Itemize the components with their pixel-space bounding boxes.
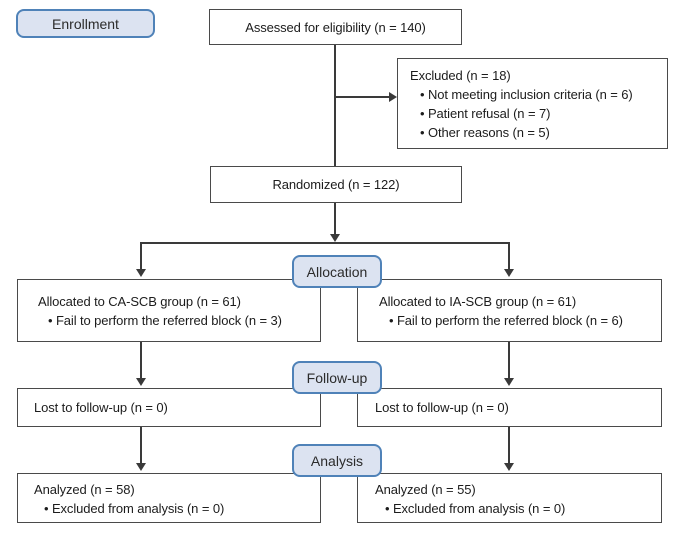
excluded-title: Excluded (n = 18) — [410, 68, 511, 83]
connector-split-to-allocation-left — [140, 242, 142, 269]
followup-right-box: Lost to follow-up (n = 0) — [357, 388, 662, 427]
connector-allocation-to-followup-left — [140, 342, 142, 378]
randomized-text: Randomized (n = 122) — [272, 177, 400, 192]
stage-label-analysis: Analysis — [292, 444, 382, 477]
connector-allocation-to-followup-right — [508, 342, 510, 378]
stage-label-followup: Follow-up — [292, 361, 382, 394]
allocation-right-title: Allocated to IA-SCB group (n = 61) — [379, 294, 577, 309]
followup-left-text: Lost to follow-up (n = 0) — [34, 400, 168, 415]
stage-label-followup-text: Follow-up — [306, 369, 368, 386]
excluded-item: • Patient refusal (n = 7) — [420, 106, 551, 121]
connector-randomized-to-split — [334, 203, 336, 234]
allocation-right-item: • Fail to perform the referred block (n … — [389, 313, 623, 328]
stage-label-enrollment-text: Enrollment — [52, 15, 119, 32]
connector-to-excluded — [335, 96, 389, 98]
analysis-right-item: • Excluded from analysis (n = 0) — [385, 501, 566, 516]
excluded-box: Excluded (n = 18) • Not meeting inclusio… — [397, 58, 668, 149]
connector-assessed-to-randomized — [334, 45, 336, 166]
excluded-item: • Other reasons (n = 5) — [420, 125, 550, 140]
analysis-left-box: Analyzed (n = 58) • Excluded from analys… — [17, 473, 321, 523]
allocation-right-box: Allocated to IA-SCB group (n = 61) • Fai… — [357, 279, 662, 342]
connector-followup-to-analysis-left — [140, 427, 142, 463]
arrow-down-icon — [504, 378, 514, 386]
randomized-box: Randomized (n = 122) — [210, 166, 462, 203]
arrow-right-icon — [389, 92, 397, 102]
connector-followup-to-analysis-right — [508, 427, 510, 463]
followup-right-text: Lost to follow-up (n = 0) — [375, 400, 509, 415]
assessed-eligibility-box: Assessed for eligibility (n = 140) — [209, 9, 462, 45]
analysis-right-title: Analyzed (n = 55) — [375, 482, 476, 497]
stage-label-allocation-text: Allocation — [306, 263, 368, 280]
allocation-left-title: Allocated to CA-SCB group (n = 61) — [38, 294, 241, 309]
allocation-left-box: Allocated to CA-SCB group (n = 61) • Fai… — [17, 279, 321, 342]
arrow-down-icon — [136, 378, 146, 386]
analysis-right-box: Analyzed (n = 55) • Excluded from analys… — [357, 473, 662, 523]
analysis-left-item: • Excluded from analysis (n = 0) — [44, 501, 225, 516]
arrow-down-icon — [136, 269, 146, 277]
stage-label-enrollment: Enrollment — [16, 9, 155, 38]
allocation-left-item: • Fail to perform the referred block (n … — [48, 313, 282, 328]
arrow-down-icon — [504, 463, 514, 471]
arrow-down-icon — [504, 269, 514, 277]
arrow-down-icon — [330, 234, 340, 242]
followup-left-box: Lost to follow-up (n = 0) — [17, 388, 321, 427]
connector-split-bar — [140, 242, 510, 244]
arrow-down-icon — [136, 463, 146, 471]
excluded-item: • Not meeting inclusion criteria (n = 6) — [420, 87, 633, 102]
stage-label-analysis-text: Analysis — [310, 452, 364, 469]
connector-split-to-allocation-right — [508, 242, 510, 269]
analysis-left-title: Analyzed (n = 58) — [34, 482, 135, 497]
stage-label-allocation: Allocation — [292, 255, 382, 288]
assessed-eligibility-text: Assessed for eligibility (n = 140) — [245, 19, 426, 35]
